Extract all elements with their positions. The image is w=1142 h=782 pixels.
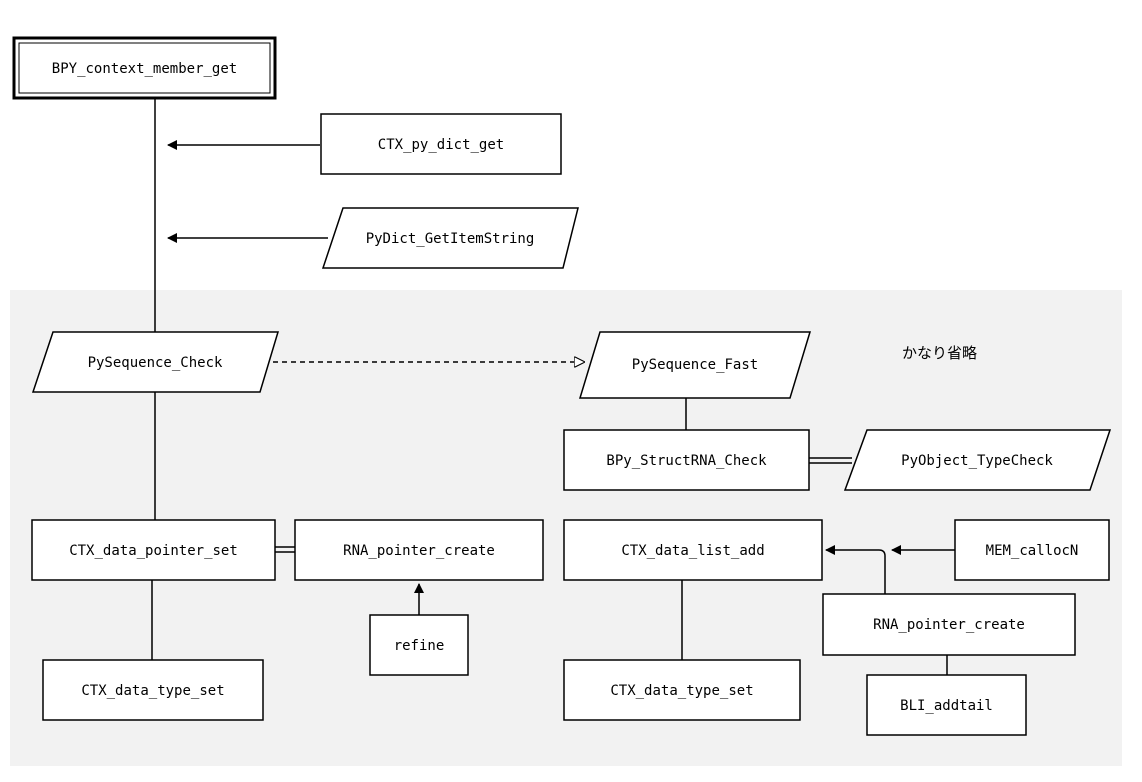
- label-ctx-data-type-set-left: CTX_data_type_set: [81, 683, 224, 699]
- label-ctx-data-pointer-set: CTX_data_pointer_set: [69, 543, 238, 559]
- label-ctx-data-type-set-right: CTX_data_type_set: [610, 683, 753, 699]
- label-ctx-py-dict-get: CTX_py_dict_get: [378, 137, 504, 153]
- node-rna-pointer-create-right: RNA_pointer_create: [822, 593, 1076, 656]
- label-pysequence-check: PySequence_Check: [88, 355, 223, 371]
- node-ctx-data-list-add: CTX_data_list_add: [563, 519, 823, 581]
- label-bpy-context-member-get: BPY_context_member_get: [52, 61, 237, 77]
- node-ctx-data-type-set-right: CTX_data_type_set: [563, 659, 801, 721]
- node-mem-callocn: MEM_callocN: [954, 519, 1110, 581]
- node-ctx-data-type-set-left: CTX_data_type_set: [42, 659, 264, 721]
- label-pyobject-typecheck: PyObject_TypeCheck: [901, 453, 1053, 469]
- nodes: BPY_context_member_get CTX_py_dict_get P…: [12, 36, 1112, 736]
- label-rna-pointer-create-right: RNA_pointer_create: [873, 617, 1025, 633]
- label-mem-callocn: MEM_callocN: [986, 543, 1079, 559]
- node-bpy-context-member-get: BPY_context_member_get: [12, 36, 277, 100]
- node-refine: refine: [369, 614, 469, 676]
- node-pysequence-check: PySequence_Check: [31, 331, 280, 393]
- node-pyobject-typecheck: PyObject_TypeCheck: [843, 429, 1112, 491]
- label-rna-pointer-create-left: RNA_pointer_create: [343, 543, 495, 559]
- node-pydict-getitemstring: PyDict_GetItemString: [321, 207, 579, 269]
- label-refine: refine: [394, 638, 445, 654]
- node-bpy-structrna-check: BPy_StructRNA_Check: [563, 429, 810, 491]
- node-ctx-py-dict-get: CTX_py_dict_get: [320, 113, 562, 175]
- connectors: [151, 98, 948, 675]
- annotation-note: かなり省略: [902, 344, 977, 362]
- node-bli-addtail: BLI_addtail: [866, 674, 1027, 736]
- node-pysequence-fast: PySequence_Fast: [578, 331, 812, 399]
- label-pysequence-fast: PySequence_Fast: [632, 357, 758, 373]
- label-ctx-data-list-add: CTX_data_list_add: [621, 543, 764, 559]
- label-bli-addtail: BLI_addtail: [900, 698, 993, 714]
- arrows: [167, 140, 955, 615]
- node-ctx-data-pointer-set: CTX_data_pointer_set: [31, 519, 276, 581]
- label-pydict-getitemstring: PyDict_GetItemString: [366, 231, 535, 247]
- label-bpy-structrna-check: BPy_StructRNA_Check: [606, 453, 767, 469]
- arrow-rna-pointer-create-right: [825, 545, 886, 594]
- node-rna-pointer-create-left: RNA_pointer_create: [294, 519, 544, 581]
